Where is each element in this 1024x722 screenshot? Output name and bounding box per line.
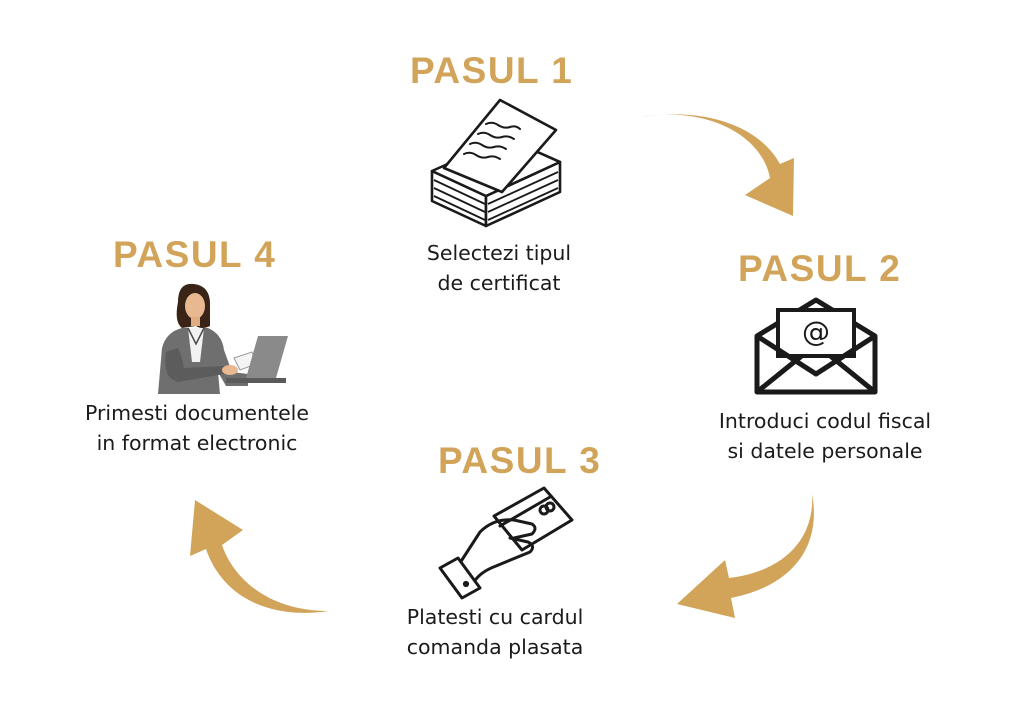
email-envelope-icon: @ [754, 297, 878, 395]
person-laptop-icon [158, 283, 288, 394]
hand-card-icon [438, 486, 574, 600]
step3-description: Platesti cu cardul comanda plasata [380, 602, 610, 662]
step4-description: Primesti documentele in format electroni… [62, 398, 332, 458]
step1-description: Selectezi tipul de certificat [394, 238, 604, 298]
step1-title: PASUL 1 [410, 50, 574, 91]
svg-text:@: @ [802, 315, 830, 348]
arrow-step2-to-step3 [677, 494, 814, 618]
step2-line2: si datele personale [727, 439, 923, 463]
arrow-step1-to-step2 [636, 114, 794, 216]
step1-line2: de certificat [437, 271, 561, 295]
step4-title: PASUL 4 [113, 234, 277, 275]
arrow-step3-to-step4 [190, 500, 329, 613]
step2-description: Introduci codul fiscal si datele persona… [690, 406, 960, 466]
step2-line1: Introduci codul fiscal [718, 409, 932, 433]
step3-title: PASUL 3 [438, 440, 602, 481]
documents-stack-icon [430, 98, 562, 228]
step4-line1: Primesti documentele [85, 401, 309, 425]
step3-line2: comanda plasata [406, 635, 584, 659]
step4-line2: in format electronic [96, 431, 298, 455]
step3-line1: Platesti cu cardul [406, 605, 584, 629]
step1-line1: Selectezi tipul [426, 241, 572, 265]
step2-title: PASUL 2 [738, 248, 902, 289]
